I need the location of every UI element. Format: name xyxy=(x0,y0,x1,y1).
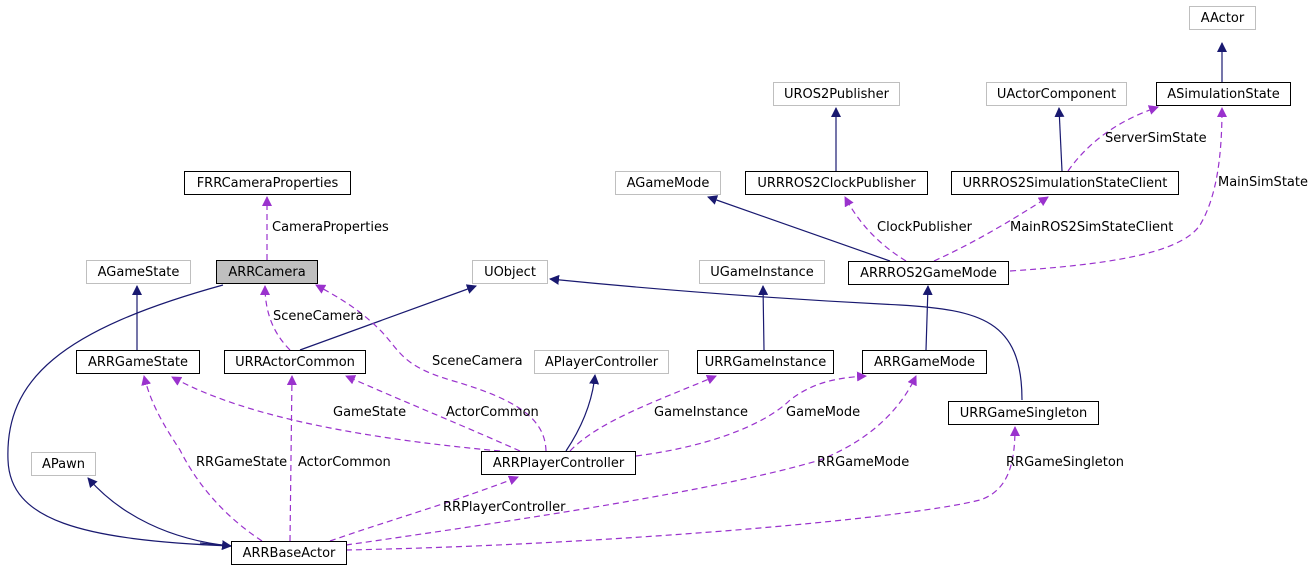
node-apawn[interactable]: APawn xyxy=(31,452,96,476)
edge-urrgamesingleton-to-uobject xyxy=(549,274,1023,401)
edge-arrbaseactor-to-arrgamestate xyxy=(141,375,263,542)
label-game-state: GameState xyxy=(333,405,407,420)
node-arrcamera[interactable]: ARRCamera xyxy=(216,260,318,284)
label-rr-game-singleton: RRGameSingleton xyxy=(1006,455,1125,470)
edge-arrplayercontroller-to-urrgameinstance xyxy=(569,374,717,452)
edge-urrros2simulationstateclient-to-asimulationstate xyxy=(1067,105,1159,172)
edge-arrplayercontroller-to-arrgamemode xyxy=(635,371,867,457)
edge-arrbaseactor-to-apawn xyxy=(87,477,232,547)
label-rr-game-mode: RRGameMode xyxy=(817,455,910,470)
node-urrros2simulationstateclient[interactable]: URRROS2SimulationStateClient xyxy=(951,171,1179,195)
node-arrgamemode[interactable]: ARRGameMode xyxy=(862,350,987,374)
edge-arrbaseactor-to-urrgamesingleton xyxy=(345,426,1020,551)
edge-arrplayercontroller-to-arrgamestate xyxy=(171,376,501,452)
node-urrgameinstance[interactable]: URRGameInstance xyxy=(697,350,834,374)
label-camera-properties: CameraProperties xyxy=(272,220,389,235)
node-aactor[interactable]: AActor xyxy=(1189,6,1256,30)
edge-urractorcommon-to-arrcamera xyxy=(260,285,291,351)
edge-arrros2gamemode-to-asimulationstate xyxy=(1009,107,1227,272)
edge-arrbaseactor-to-arrcamera-head xyxy=(199,540,232,551)
label-rr-game-state: RRGameState xyxy=(196,455,288,470)
node-arrros2gamemode[interactable]: ARRROS2GameMode xyxy=(848,261,1009,285)
node-aplayercontroller[interactable]: APlayerController xyxy=(534,350,669,374)
edge-arrgamemode-to-arrros2gamemode xyxy=(922,285,933,351)
label-main-sim-state: MainSimState xyxy=(1218,175,1308,190)
label-scene-camera-actor-common: SceneCamera xyxy=(273,309,364,324)
label-rr-player-controller: RRPlayerController xyxy=(443,500,566,515)
label-actor-common-base-actor: ActorCommon xyxy=(298,455,391,470)
node-uros2publisher[interactable]: UROS2Publisher xyxy=(773,82,900,106)
node-arrbaseactor[interactable]: ARRBaseActor xyxy=(231,541,347,565)
node-arrplayercontroller[interactable]: ARRPlayerController xyxy=(481,451,636,475)
node-arrgamestate[interactable]: ARRGameState xyxy=(76,350,200,374)
label-game-instance: GameInstance xyxy=(654,405,748,420)
node-urrgamesingleton[interactable]: URRGameSingleton xyxy=(948,401,1099,425)
label-game-mode: GameMode xyxy=(786,405,861,420)
node-agamemode[interactable]: AGameMode xyxy=(615,171,721,195)
node-asimulationstate[interactable]: ASimulationState xyxy=(1156,82,1291,106)
edge-arrplayercontroller-to-aplayercontroller xyxy=(565,374,600,452)
edge-arrplayercontroller-to-urractorcommon xyxy=(345,375,521,452)
node-agamestate[interactable]: AGameState xyxy=(86,260,191,284)
node-uactorcomponent[interactable]: UActorComponent xyxy=(986,82,1127,106)
edge-arrbaseactor-to-arrgamemode xyxy=(345,375,917,546)
node-ugameinstance[interactable]: UGameInstance xyxy=(699,260,825,284)
edge-urrros2simulationstateclient-to-uactorcomponent xyxy=(1054,107,1065,172)
node-frrcameraproperties[interactable]: FRRCameraProperties xyxy=(184,171,351,195)
label-scene-camera-player-controller: SceneCamera xyxy=(432,354,523,369)
node-urractorcommon[interactable]: URRActorCommon xyxy=(224,350,366,374)
edge-urrgameinstance-to-ugameinstance xyxy=(758,285,769,351)
label-clock-publisher: ClockPublisher xyxy=(877,220,972,235)
node-urrros2clockpublisher[interactable]: URRROS2ClockPublisher xyxy=(745,171,928,195)
label-actor-common-player-controller: ActorCommon xyxy=(446,405,539,420)
edge-arrbaseactor-to-arrcamera xyxy=(7,284,232,547)
node-uobject[interactable]: UObject xyxy=(472,260,548,284)
edge-arrros2gamemode-to-urrros2clockpublisher xyxy=(844,196,907,262)
edge-arrros2gamemode-to-urrros2simulationstateclient xyxy=(933,196,1049,262)
label-main-ros2-sim-state-client: MainROS2SimStateClient xyxy=(1010,220,1174,235)
edge-arrbaseactor-to-urractorcommon xyxy=(286,375,297,542)
edge-arrros2gamemode-to-agamemode xyxy=(707,195,891,262)
edge-arrbaseactor-to-arrplayercontroller xyxy=(329,475,519,542)
label-server-sim-state: ServerSimState xyxy=(1105,131,1207,146)
edge-urractorcommon-to-uobject xyxy=(299,284,477,351)
